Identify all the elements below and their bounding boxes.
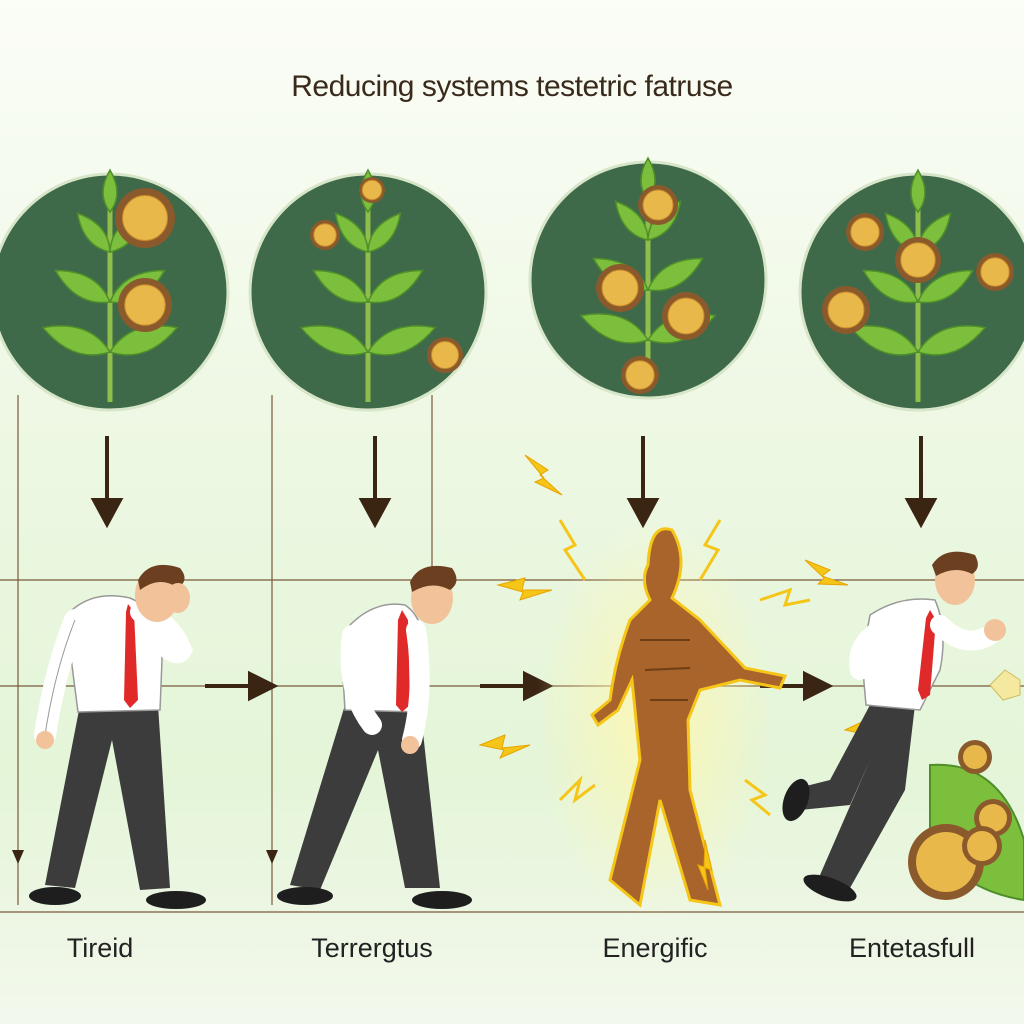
down-arrows (90, 436, 938, 529)
plant-circle-1 (0, 168, 230, 412)
plant-circle-4 (798, 168, 1024, 412)
stage-label-3: Energific (602, 933, 707, 963)
tick-markers (12, 850, 278, 864)
page-title: Reducing systems testetric fatruse (291, 70, 733, 103)
plant-circle-2 (248, 168, 488, 412)
walking-man-icon (277, 565, 472, 909)
stage-label-2: Terrergtus (311, 933, 433, 963)
running-man-icon (782, 551, 1024, 902)
stage-label-1: Tireid (67, 933, 134, 963)
plant-circle-3 (528, 156, 768, 400)
stage-label-4: Entetasfull (849, 933, 975, 963)
tired-man-icon (29, 564, 206, 909)
